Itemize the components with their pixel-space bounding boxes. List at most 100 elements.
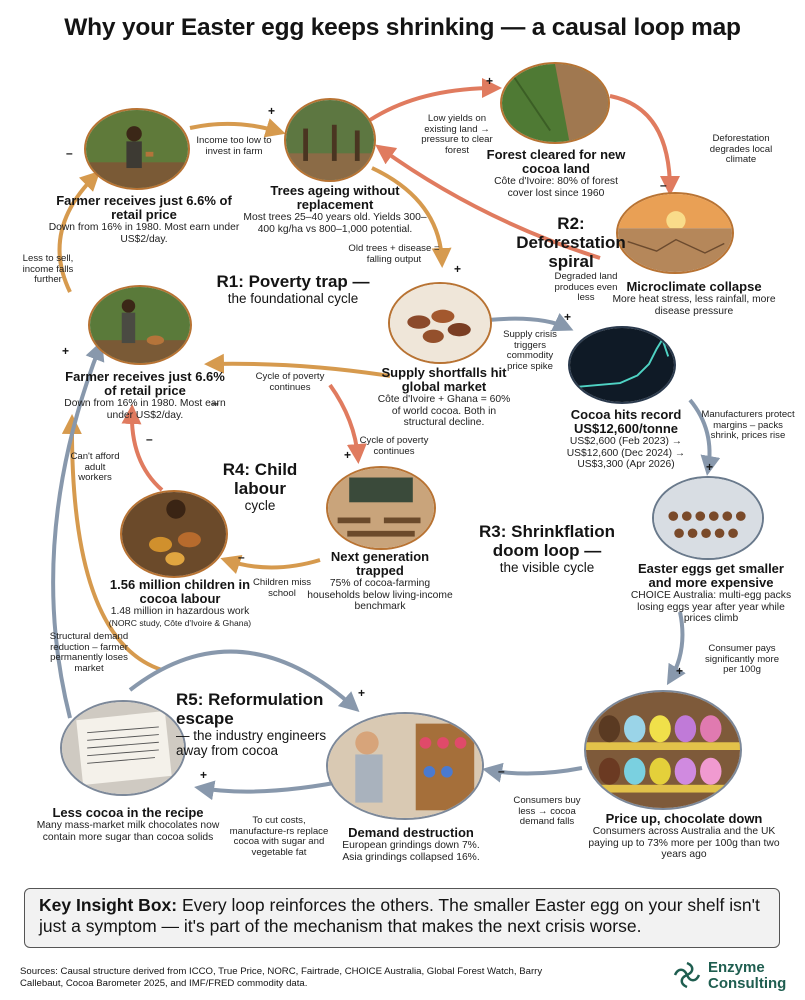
arrow-trees-to-forest [368,78,502,122]
loop-name: R1: Poverty trap — [216,272,370,291]
loop-sub: — the industry engineers away from cocoa [176,728,327,758]
arrow-supply-to-farmer [204,353,391,378]
label-consumer-pays: Consumer pays significantly more per 100… [704,643,780,676]
loop-name: R3: Shrinkflation doom loop — [478,522,615,560]
label-structural: Structural demand reduction – farmer per… [49,631,129,674]
node-farmer-mid: Farmer receives just 6.6% of retail pric… [60,370,230,421]
arrow-poverty-to-nextgen [328,383,367,464]
node-title: Forest cleared for new cocoa land [486,147,626,176]
node-desc: Many mass-market milk chocolates now con… [36,820,220,843]
arrow-trees-to-supply [371,166,452,268]
arrow-structural [61,414,163,672]
label-degraded: Degraded land produces even less [554,271,618,304]
key-insight-text: Every loop reinforces the others. The sm… [39,895,760,936]
arrow-forest-to-micro [609,94,680,196]
logo-text: Enzyme Consulting [708,960,786,992]
node-title: Trees ageing without replacement [270,183,400,212]
node-title: Farmer receives just 6.6% of retail pric… [65,369,225,398]
sign-plus: + [268,104,276,118]
node-desc: Côte d'Ivoire: 80% of forest cover lost … [494,176,618,199]
node-title: Price up, chocolate down [605,811,763,826]
arrow-micro-to-trees [375,144,601,260]
arrow-price-to-demand [482,762,583,783]
sources-text: Sources: Causal structure derived from I… [20,966,543,989]
sign-minus: – [660,178,667,192]
arrow-eggs-to-price [666,611,686,686]
arrow-demand-to-less-cocoa [194,778,351,801]
sign-minus: – [146,432,153,446]
arrow-nextgen-to-children [220,555,321,574]
key-insight-label: Key Insight Box: [39,895,178,915]
node-title: Next generation trapped [330,549,430,578]
label-deforestation: Deforestation degrades local climate [709,133,773,166]
node-desc: 1.48 million in hazardous work [110,606,250,617]
sign-plus: + [486,74,494,88]
sign-plus: + [706,460,714,474]
loop-r2: R2: Deforestation spiral [506,214,636,271]
loop-r4: R4: Child labour cycle [210,460,310,513]
node-less-cocoa: Less cocoa in the recipe Many mass-marke… [30,806,226,843]
loop-sub: the visible cycle [499,560,595,575]
node-title: Microclimate collapse [626,279,762,294]
node-title: Farmer receives just 6.6% of retail pric… [56,193,232,222]
node-desc: Down from 16% in 1980. Most earn under U… [64,398,226,421]
sign-plus: + [454,262,462,276]
label-cut-costs: To cut costs, manufacture-rs replace coc… [229,815,329,858]
label-children-miss: Children miss school [252,577,312,599]
node-forest: Forest cleared for new cocoa land Côte d… [486,148,626,199]
loop-r1: R1: Poverty trap — the foundational cycl… [208,272,378,306]
node-supply: Supply shortfalls hit global market Côte… [376,366,512,429]
loop-r5: R5: Reformulation escape — the industry … [176,690,340,758]
factory-eggs-photo [652,476,764,560]
node-farmer-top: Farmer receives just 6.6% of retail pric… [44,194,244,245]
node-desc: 75% of cocoa-farming households below li… [307,578,453,612]
ingredients-label-photo [60,700,186,796]
arrow-less-cocoa-to-farmer [51,340,105,719]
sign-plus: + [358,686,366,700]
node-title: Supply shortfalls hit global market [381,365,507,394]
arrow-supply-to-cocoa [487,313,574,332]
node-desc: Côte d'Ivoire + Ghana = 60% of world coc… [377,394,511,428]
label-low-yields: Low yields on existing land → pressure t… [421,113,493,156]
farmer-photo-mid [88,285,192,365]
sign-plus: + [344,448,352,462]
arrow-income-to-trees [189,118,286,138]
node-price-up: Price up, chocolate down Consumers acros… [584,812,784,861]
node-cocoa-record: Cocoa hits record US$12,600/tonne US$2,6… [560,408,692,471]
sign-minus: – [212,396,219,410]
node-next-gen: Next generation trapped 75% of cocoa-far… [306,550,454,613]
logo: Enzyme Consulting [672,958,796,994]
sign-plus: + [564,310,572,324]
label-old-trees: Old trees + disease = falling output [348,243,440,265]
loop-name: R4: Child labour [222,460,298,498]
node-desc: Consumers across Australia and the UK pa… [588,826,780,860]
loop-sub: cycle [244,498,276,513]
loop-name: R5: Reformulation escape [176,690,324,728]
sign-minus: – [238,550,245,564]
label-cant-afford: Can't afford adult workers [70,451,120,484]
label-less-to-sell: Less to sell, income falls further [22,253,74,286]
label-income: Income too low to invest in farm [196,135,272,157]
child-labour-photo [120,490,228,578]
label-supply-crisis: Supply crisis triggers commodity price s… [503,329,557,372]
node-title: Easter eggs get smaller and more expensi… [638,561,784,590]
sign-plus: + [200,768,208,782]
arrow-r5-top [128,649,360,713]
node-trees: Trees ageing without replacement Most tr… [240,184,430,235]
arrow-children-to-farmer [121,404,164,492]
logo-line1: Enzyme [708,959,765,976]
price-eggs-photo [584,690,742,810]
cocoa-beans-photo [388,282,492,364]
node-title: Cocoa hits record US$12,600/tonne [570,407,682,436]
sign-minus: – [66,146,73,160]
arrow-less-to-sell [57,170,101,293]
node-desc: More heat stress, less rainfall, more di… [612,294,776,317]
node-easter-eggs: Easter eggs get smaller and more expensi… [626,562,796,625]
node-desc: CHOICE Australia: multi-egg packs losing… [630,590,792,624]
node-title: 1.56 million children in cocoa labour [109,577,251,606]
node-desc: US$2,600 (Feb 2023) → US$12,600 (Dec 202… [566,436,686,470]
sign-plus: + [676,664,684,678]
loop-name: R2: Deforestation spiral [516,214,626,271]
